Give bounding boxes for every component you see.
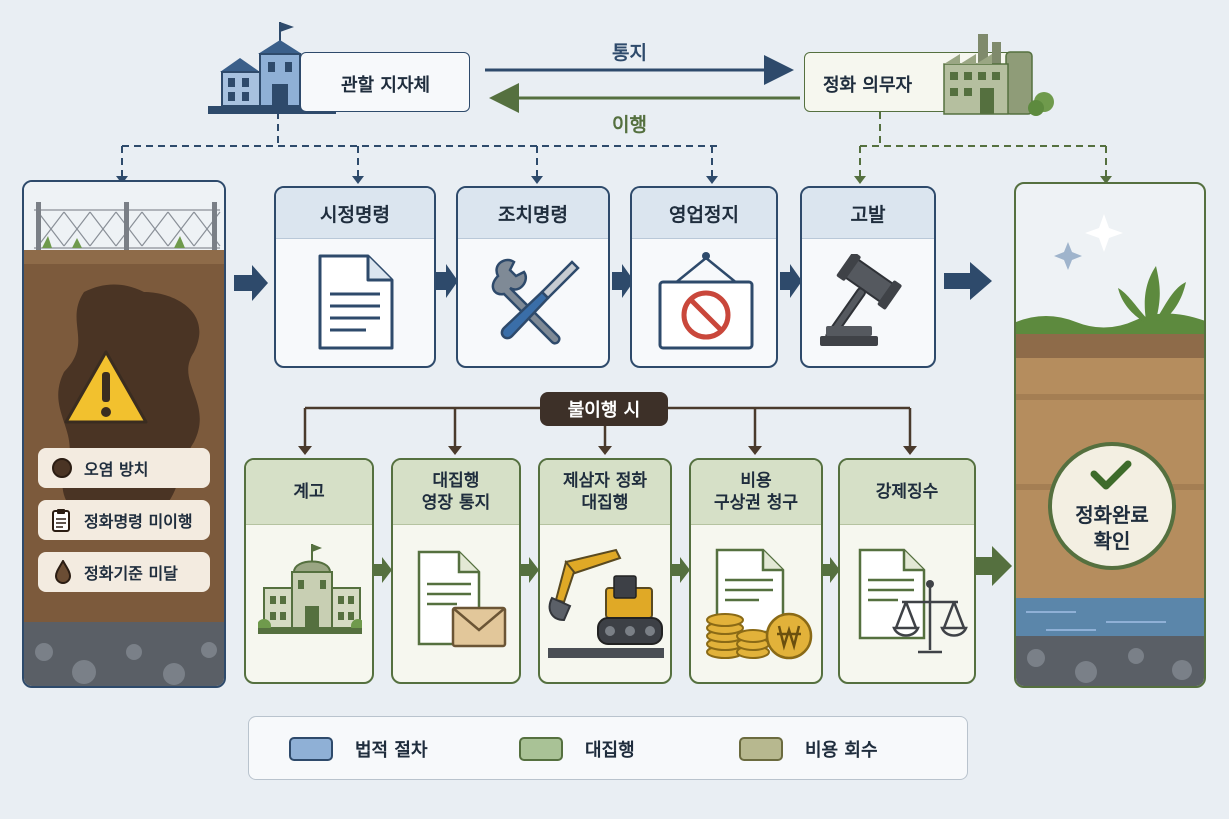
authority-box: 관할 지자체 [300, 52, 470, 112]
invoice-coins-icon [706, 548, 813, 660]
status-pill-standard-unmet: 정화기준 미달 [38, 552, 210, 592]
step-cost-reimbursement-claim: 비용 구상권 청구 [689, 458, 823, 684]
gavel-icon [820, 254, 902, 346]
step-warning-notice: 계고 [244, 458, 374, 684]
step-third-party-remediation: 제삼자 정화 대집행 [538, 458, 672, 684]
step-label: 조치명령 [458, 188, 608, 239]
step-label: 계고 [293, 482, 325, 502]
legend-swatch [289, 737, 333, 761]
step-label: 시정명령 [276, 188, 434, 239]
clipboard-icon [52, 508, 70, 536]
step-forced-collection: 강제징수 [838, 458, 976, 684]
prohibited-sign-icon [658, 252, 754, 350]
obligor-label: 정화 의무자 [823, 75, 913, 96]
step-measure-order: 조치명령 [456, 186, 610, 368]
step-label: 비용 [740, 471, 772, 491]
step-correction-order: 시정명령 [274, 186, 436, 368]
contaminated-soil-illustration [24, 182, 224, 686]
clean-soil-illustration [1016, 214, 1204, 686]
legend-swatch [519, 737, 563, 761]
factory-icon [940, 28, 1060, 118]
check-icon [1090, 460, 1132, 490]
step-label: 대집행 [432, 471, 480, 491]
document-envelope-icon [417, 550, 507, 648]
step-label: 영장 통지 [421, 493, 491, 513]
completion-label: 정화완료 확인 [1075, 503, 1149, 553]
status-pill-order-unfulfilled: 정화명령 미이행 [38, 500, 210, 540]
step-label: 영업정지 [632, 188, 776, 239]
tools-icon [491, 258, 580, 345]
legend-swatch [739, 737, 783, 761]
legend: 법적 절차 대집행 비용 회수 [248, 716, 968, 780]
legend-item-execution: 대집행 [519, 736, 635, 762]
status-pill-neglect: 오염 방치 [38, 448, 210, 488]
document-scales-icon [858, 548, 968, 654]
remediated-site-panel: 정화완료 확인 [1014, 182, 1206, 688]
notice-label: 통지 [612, 42, 647, 64]
legend-item-cost-recovery: 비용 회수 [739, 736, 878, 762]
step-business-suspension: 영업정지 [630, 186, 778, 368]
government-building-icon [258, 544, 362, 634]
legend-item-legal: 법적 절차 [289, 736, 428, 762]
document-icon [318, 254, 394, 350]
contaminated-site-panel: 오염 방치 정화명령 미이행 정화기준 미달 [22, 180, 226, 688]
step-label: 고발 [802, 188, 934, 239]
drop-icon [54, 558, 72, 588]
step-label: 강제징수 [875, 482, 939, 502]
step-label: 제삼자 정화 [562, 471, 648, 491]
step-label: 대집행 [581, 493, 629, 513]
step-execution-warrant-notice: 대집행 영장 통지 [391, 458, 521, 684]
excavator-icon [548, 548, 664, 658]
stain-icon [52, 458, 72, 478]
step-label: 구상권 청구 [713, 493, 799, 513]
step-accusation: 고발 [800, 186, 936, 368]
noncompliance-badge: 불이행 시 [540, 392, 668, 426]
compliance-label: 이행 [612, 114, 647, 136]
authority-label: 관할 지자체 [341, 75, 431, 96]
